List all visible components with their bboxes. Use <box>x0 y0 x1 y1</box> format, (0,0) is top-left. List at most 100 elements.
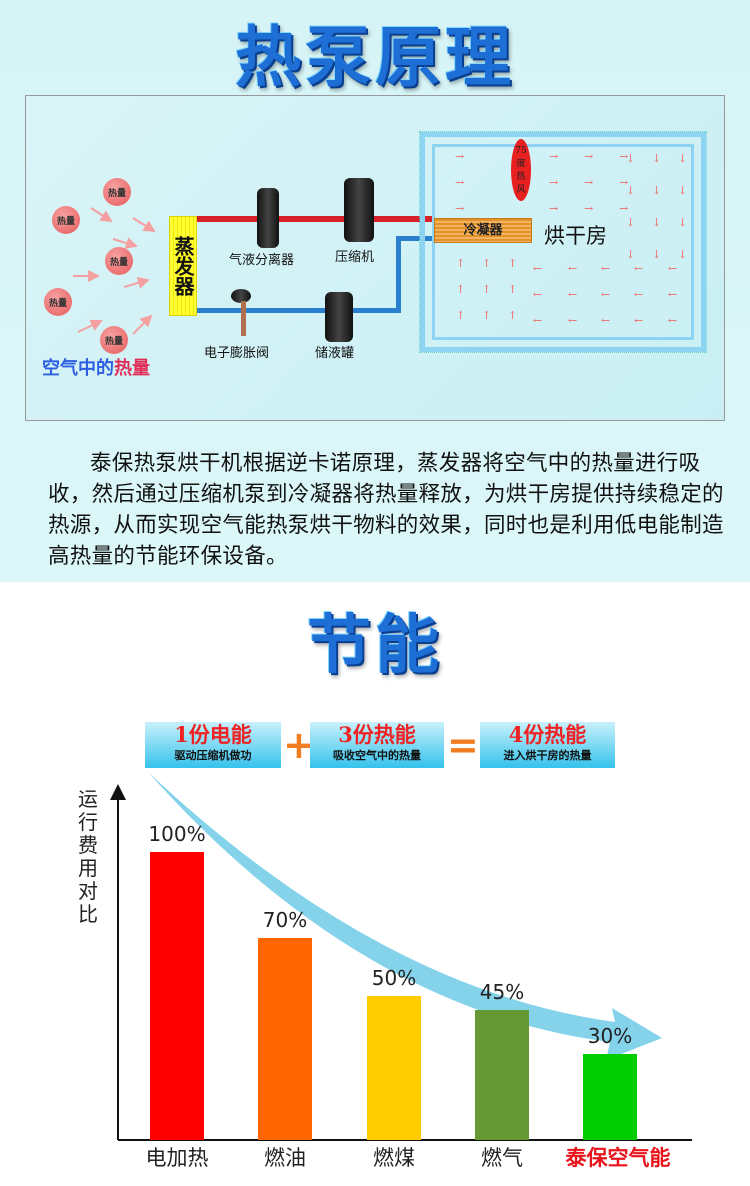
compressor-label: 压缩机 <box>335 250 375 265</box>
bar-1 <box>258 938 312 1140</box>
heat-pump-diagram: 热量 热量 热量 热量 热量 蒸发器 气液分离器 压缩机 电子膨胀阀 储液罐 空… <box>25 95 725 421</box>
airflow-arrow-icon: ← <box>601 288 611 301</box>
airflow-arrow-icon: ← <box>668 262 678 275</box>
bar-0 <box>150 852 204 1140</box>
bar-value-label: 30% <box>587 1023 633 1048</box>
bar-4 <box>583 1053 637 1140</box>
cold-pipe <box>396 236 434 241</box>
airflow-arrow-icon: → <box>455 202 465 215</box>
airflow-arrow-icon: → <box>584 150 594 163</box>
separator-label: 气液分离器 <box>229 253 295 268</box>
condenser: 冷凝器 <box>434 218 532 243</box>
airflow-arrow-icon: → <box>549 150 559 163</box>
y-axis-label: 运行费用对比 <box>78 787 98 926</box>
section-title-heat-pump: 热泵原理 <box>235 18 515 96</box>
compressor <box>344 178 374 242</box>
drying-room <box>419 131 707 353</box>
airflow-arrow-icon: ↑ <box>456 283 466 296</box>
airflow-arrow-icon: → <box>549 176 559 189</box>
hot-pipe <box>197 216 434 222</box>
airflow-arrow-icon: ← <box>568 288 578 301</box>
heat-bubble: 热量 <box>52 206 80 234</box>
bar-value-label: 45% <box>479 980 525 1005</box>
air-heat-caption: 空气中的热量 <box>42 354 150 380</box>
bar-3 <box>475 1010 529 1140</box>
airflow-arrow-icon: ↑ <box>482 309 492 322</box>
airflow-arrow-icon: → <box>584 176 594 189</box>
category-label: 燃油 <box>264 1146 306 1170</box>
expansion-valve-label: 电子膨胀阀 <box>204 346 270 361</box>
cold-pipe <box>197 308 400 313</box>
airflow-arrow-icon: ↓ <box>678 152 688 165</box>
airflow-arrow-icon: ← <box>601 262 611 275</box>
heat-bubble: 热量 <box>105 247 133 275</box>
airflow-arrow-icon: → <box>619 202 629 215</box>
bar-value-label: 50% <box>371 966 417 990</box>
expansion-valve <box>231 289 251 303</box>
airflow-arrow-icon: ← <box>634 262 644 275</box>
airflow-arrow-icon: ↑ <box>508 309 518 322</box>
airflow-arrow-icon: ↑ <box>508 283 518 296</box>
airflow-arrow-icon: ↓ <box>678 248 688 261</box>
airflow-arrow-icon: ← <box>533 288 543 301</box>
heat-bubble: 热量 <box>103 178 131 206</box>
airflow-arrow-icon: ← <box>533 262 543 275</box>
airflow-arrow-icon: ↑ <box>482 257 492 270</box>
category-label: 燃煤 <box>373 1146 415 1170</box>
heat-bubble: 热量 <box>100 326 128 354</box>
plus-sign: + <box>283 723 315 767</box>
airflow-arrow-icon: ↓ <box>626 248 636 261</box>
gas-liquid-separator <box>257 188 279 248</box>
principle-description: 泰保热泵烘干机根据逆卡诺原理，蒸发器将空气中的热量进行吸收，然后通过压缩机泵到冷… <box>48 451 724 569</box>
drying-room-label: 烘干房 <box>544 224 607 248</box>
bar-value-label: 100% <box>148 822 206 846</box>
airflow-arrow-icon: → <box>619 176 629 189</box>
airflow-arrow-icon: ↓ <box>652 248 662 261</box>
airflow-arrow-icon: ← <box>568 314 578 327</box>
formula-heat-output: 4份热能进入烘干房的热量 <box>480 722 615 768</box>
bar-2 <box>367 996 421 1140</box>
airflow-arrow-icon: ← <box>668 288 678 301</box>
cold-pipe <box>396 236 401 313</box>
airflow-arrow-icon: ← <box>568 262 578 275</box>
equals-sign: = <box>447 723 479 767</box>
airflow-arrow-icon: ↑ <box>456 257 466 270</box>
airflow-arrow-icon: ← <box>634 288 644 301</box>
airflow-arrow-icon: ↓ <box>626 184 636 197</box>
cost-chart <box>110 772 692 1141</box>
valve-pipe <box>241 301 246 336</box>
airflow-arrow-icon: → <box>584 202 594 215</box>
formula-heat-absorbed: 3份热能吸收空气中的热量 <box>310 722 444 768</box>
airflow-arrow-icon: ← <box>533 314 543 327</box>
airflow-arrow-icon: ↓ <box>652 184 662 197</box>
airflow-arrow-icon: ↓ <box>652 216 662 229</box>
liquid-receiver <box>325 292 353 342</box>
airflow-arrow-icon: ← <box>668 314 678 327</box>
air-heat-suffix: 热量 <box>114 358 150 379</box>
airflow-arrow-icon: ↑ <box>482 283 492 296</box>
airflow-arrow-icon: ↓ <box>678 184 688 197</box>
section-title-energy-saving: 节能 <box>307 608 443 683</box>
airflow-arrow-icon: ↑ <box>508 257 518 270</box>
airflow-arrow-icon: ↓ <box>626 216 636 229</box>
airflow-arrow-icon: → <box>455 176 465 189</box>
trend-arrow <box>148 772 662 1060</box>
heat-bubble: 热量 <box>44 288 72 316</box>
airflow-arrow-icon: ↓ <box>626 152 636 165</box>
airflow-arrow-icon: ↓ <box>652 152 662 165</box>
category-label: 泰保空气能 <box>565 1145 671 1170</box>
airflow-arrow-icon: → <box>549 202 559 215</box>
category-label: 电加热 <box>145 1146 209 1170</box>
receiver-label: 储液罐 <box>315 346 355 361</box>
formula-electric: 1份电能驱动压缩机做功 <box>145 722 281 768</box>
airflow-arrow-icon: ↓ <box>678 216 688 229</box>
evaporator: 蒸发器 <box>169 216 197 316</box>
category-label: 燃气 <box>481 1146 523 1170</box>
air-heat-prefix: 空气中的 <box>42 358 114 379</box>
bar-value-label: 70% <box>262 908 308 933</box>
airflow-arrow-icon: → <box>619 150 629 163</box>
heat-flow-arrows <box>73 207 156 335</box>
airflow-arrow-icon: → <box>455 150 465 163</box>
y-axis-arrow-icon <box>110 784 126 800</box>
